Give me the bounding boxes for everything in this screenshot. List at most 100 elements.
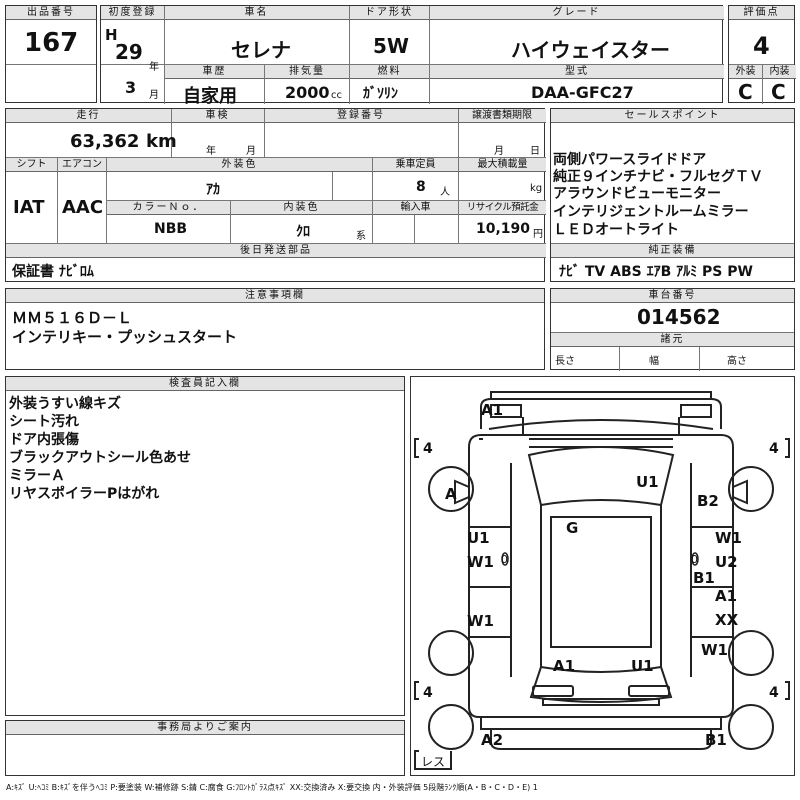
sales-line-3: アラウンドビューモニター xyxy=(553,186,721,202)
inspector-line-6: リヤスポイラーPはがれ xyxy=(9,486,160,502)
inspection-month-unit: 月 xyxy=(246,146,256,157)
mark-right-rear-door-b: XX xyxy=(715,611,739,629)
first-reg-year: 29 xyxy=(115,40,143,64)
main-info-box: 初度登録 車名 ドア形状 グレード H 29 年 3 月 セレナ 5W ハイウェ… xyxy=(100,5,724,107)
genuine-value: ﾅﾋﾞ TV ABS ｴｱB ｱﾙﾐ PS PW xyxy=(559,264,753,280)
model-label: 型式 xyxy=(430,65,724,79)
chassis-value: 014562 xyxy=(637,305,721,329)
door-type: 5W xyxy=(373,34,409,58)
mark-right-front-door-b: U2 xyxy=(715,553,738,571)
model-value: DAA-GFC27 xyxy=(531,83,634,102)
capacity-value: 8 xyxy=(416,179,426,195)
score-box: 評価点 4 外装 内装 C C xyxy=(728,5,796,104)
first-reg-month-unit: 月 xyxy=(149,90,159,101)
mark-right-pillar: B1 xyxy=(693,569,715,587)
shift-label: シフト xyxy=(6,158,57,172)
legend: A:ｷｽﾞ U:ﾍｺﾐ B:ｷｽﾞを伴うﾍｺﾐ P:要塗装 W:補修跡 S:錆 … xyxy=(6,783,538,792)
ext-color-value: ｱｶ xyxy=(206,182,220,198)
history-label: 車歴 xyxy=(165,65,264,79)
notes-line-1: ＭＭ５１６Ｄ－Ｌ xyxy=(12,309,133,327)
tread-front-right: 4 xyxy=(769,441,779,457)
mark-left-front-door-b: W1 xyxy=(467,553,494,571)
int-color-unit: 系 xyxy=(356,231,366,242)
aircon-value: AAC xyxy=(62,197,104,218)
notes-label: 注意事項欄 xyxy=(6,289,544,303)
mark-right-front-door-a: W1 xyxy=(715,529,742,547)
grade-label: グレード xyxy=(429,6,724,20)
fuel-label: 燃料 xyxy=(350,65,429,79)
notes-line-2: インテリキー・プッシュスタート xyxy=(12,328,238,346)
max-load-unit: kg xyxy=(530,183,543,194)
notes-box: 注意事項欄 ＭＭ５１６Ｄ－Ｌ インテリキー・プッシュスタート xyxy=(5,288,545,370)
car-name: セレナ xyxy=(231,38,291,62)
inspector-label: 検査員記入欄 xyxy=(6,377,404,391)
color-no-label: カラーＮｏ． xyxy=(107,201,230,215)
tread-front-left: 4 xyxy=(423,441,433,457)
history-value: 自家用 xyxy=(183,86,237,107)
color-no-value: NBB xyxy=(154,221,188,237)
reg-no-label: 登録番号 xyxy=(264,109,458,123)
sales-label: セールスポイント xyxy=(551,109,794,123)
mark-right-rear-fender: W1 xyxy=(701,641,728,659)
displacement-unit: cc xyxy=(331,90,342,101)
mark-rear-bumper-left: A2 xyxy=(481,731,503,749)
spec-width-label: 幅 xyxy=(649,356,659,367)
sales-line-5: ＬＥＤオートライト xyxy=(553,222,679,238)
mileage-label: 走行 xyxy=(6,109,171,123)
later-parts-label: 後日発送部品 xyxy=(6,244,546,258)
transfer-label: 譲渡書類期限 xyxy=(458,109,546,123)
car-outline: A1 U1 A B2 U1 G W1 W1 U2 B1 W1 A1 XX W1 … xyxy=(414,391,790,770)
mileage-unit: km xyxy=(146,131,177,152)
specs-label: 諸元 xyxy=(551,333,794,347)
lot-label: 出品番号 xyxy=(6,6,96,20)
first-reg-month: 3 xyxy=(125,78,137,97)
ext-color-label: 外装色 xyxy=(107,158,372,172)
lot-box: 出品番号 167 xyxy=(5,5,97,103)
inspector-line-1: 外装うすい線キズ xyxy=(9,396,121,412)
light-right: 0 xyxy=(691,553,698,566)
import-label: 輸入車 xyxy=(373,201,458,215)
sales-line-4: インテリジェントルームミラー xyxy=(553,204,749,220)
spare-label: レス xyxy=(421,755,445,769)
ext-score-label: 外装 xyxy=(729,65,762,79)
inspection-label: 車検 xyxy=(171,109,264,123)
transfer-day-unit: 日 xyxy=(530,146,540,157)
inspector-line-3: ドア内張傷 xyxy=(9,432,79,448)
sales-box: セールスポイント 両側パワースライドドア 純正９インチナビ・フルセグＴＶ アラウ… xyxy=(550,108,795,282)
displacement-value: 2000 xyxy=(285,83,330,102)
mid-info-box: 走行 車検 登録番号 譲渡書類期限 63,362 km 年 月 月 日 シフト … xyxy=(5,108,546,282)
inspector-line-5: ミラーＡ xyxy=(9,468,65,484)
chassis-label: 車台番号 xyxy=(551,289,794,303)
genuine-label: 純正装備 xyxy=(551,244,794,258)
mileage-value: 63,362 xyxy=(70,131,140,152)
mark-windshield: G xyxy=(566,519,578,537)
chassis-box: 車台番号 014562 諸元 長さ 幅 高さ xyxy=(550,288,795,371)
spec-length-label: 長さ xyxy=(555,356,575,367)
lot-number: 167 xyxy=(24,28,79,58)
office-box: 事務局よりご案内 xyxy=(5,720,405,776)
later-parts-value: 保証書 ﾅﾋﾞﾛﾑ xyxy=(12,264,94,280)
mark-left-front-door-a: U1 xyxy=(467,529,490,547)
mark-rear-hatch-right: U1 xyxy=(631,657,654,675)
grade-value: ハイウェイスター xyxy=(511,38,670,62)
score-value: 4 xyxy=(753,32,770,60)
shift-value: IAT xyxy=(13,197,45,218)
mark-right-front-fender: B2 xyxy=(697,492,719,510)
int-color-value: ｸﾛ xyxy=(296,224,310,240)
mark-right-rear-door-a: A1 xyxy=(715,587,737,605)
recycle-value: 10,190 xyxy=(476,221,531,237)
int-score-label: 内装 xyxy=(763,65,796,79)
office-label: 事務局よりご案内 xyxy=(6,721,404,735)
capacity-label: 乗車定員 xyxy=(373,158,458,172)
mark-left-front-wheel: A xyxy=(445,485,457,503)
recycle-label: リサイクル預託金 xyxy=(459,201,546,215)
mark-rear-bumper-right: B1 xyxy=(705,731,727,749)
ext-score-value: C xyxy=(738,80,753,104)
first-reg-era: H xyxy=(105,26,118,44)
car-name-label: 車名 xyxy=(164,6,349,20)
capacity-unit: 人 xyxy=(440,187,450,198)
mark-rear-hatch-left: A1 xyxy=(553,657,575,675)
first-reg-label: 初度登録 xyxy=(101,6,164,20)
light-left: 0 xyxy=(501,553,508,566)
fuel-value: ｶﾞｿﾘﾝ xyxy=(363,86,398,102)
